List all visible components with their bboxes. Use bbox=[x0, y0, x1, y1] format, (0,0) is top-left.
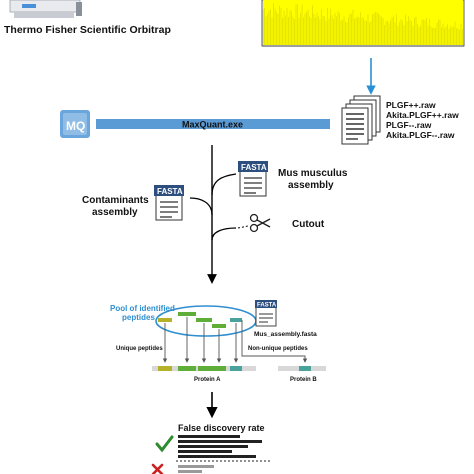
orbitrap-instrument bbox=[9, 0, 82, 18]
fasta-file-label: Mus_assembly.fasta bbox=[254, 331, 317, 338]
contaminants-branch bbox=[189, 197, 213, 216]
contaminants-fasta-document-icon: FASTA bbox=[154, 185, 184, 221]
peptide-bars bbox=[158, 312, 242, 328]
mus-fasta-badge: FASTA bbox=[241, 163, 267, 172]
mus-musculus-label-2: assembly bbox=[288, 180, 334, 191]
mus-branch bbox=[211, 173, 237, 196]
protein-b-bar bbox=[278, 366, 326, 371]
peptide-olive bbox=[158, 318, 172, 322]
peptide-green-2 bbox=[196, 318, 212, 322]
protein-b-label: Protein B bbox=[290, 377, 317, 383]
cutout-label: Cutout bbox=[292, 219, 325, 230]
contaminants-fasta-badge: FASTA bbox=[157, 187, 183, 196]
protein-a-bar bbox=[152, 366, 256, 371]
non-unique-peptides-label: Non-unique peptides bbox=[248, 346, 308, 352]
small-fasta-badge: FASTA bbox=[257, 303, 277, 309]
check-icon bbox=[155, 435, 174, 453]
fdr-passed-list bbox=[178, 435, 262, 458]
mus-fasta-document-icon: FASTA bbox=[238, 161, 268, 197]
raw-file-2: Akita.PLGF++.raw bbox=[386, 110, 459, 120]
fdr-title: False discovery rate bbox=[178, 423, 265, 433]
maxquant-bar bbox=[96, 119, 330, 129]
raw-file-3: PLGF--.raw bbox=[386, 120, 432, 130]
raw-file-1: PLGF++.raw bbox=[386, 100, 436, 110]
pool-label-2: peptides bbox=[122, 313, 155, 322]
mus-musculus-label-1: Mus musculus bbox=[278, 168, 348, 179]
cutout-branch bbox=[211, 227, 237, 241]
contaminants-label-1: Contaminants bbox=[82, 195, 149, 206]
mass-spectrum-plot bbox=[261, 0, 465, 47]
maxquant-exe-label: MaxQuant.exe bbox=[182, 120, 243, 130]
mus-assembly-fasta-icon: FASTA bbox=[255, 300, 277, 327]
fdr-rejected-list bbox=[178, 465, 214, 473]
peptide-green-1 bbox=[178, 312, 196, 316]
instrument-label: Thermo Fisher Scientific Orbitrap bbox=[4, 24, 171, 36]
peptide-teal bbox=[230, 318, 242, 322]
pool-label-1: Pool of identified bbox=[110, 304, 175, 313]
stacked-documents-icon bbox=[341, 95, 381, 145]
raw-file-4: Akita.PLGF--.raw bbox=[386, 130, 455, 140]
cross-icon bbox=[151, 463, 164, 474]
protein-a-label: Protein A bbox=[194, 377, 221, 383]
unique-peptides-label: Unique peptides bbox=[116, 346, 163, 352]
maxquant-logo: MQ bbox=[60, 110, 90, 138]
contaminants-label-2: assembly bbox=[92, 207, 138, 218]
maxquant-logo-text: MQ bbox=[66, 119, 85, 133]
scissors-icon bbox=[249, 213, 271, 233]
peptide-green-3 bbox=[212, 324, 226, 328]
